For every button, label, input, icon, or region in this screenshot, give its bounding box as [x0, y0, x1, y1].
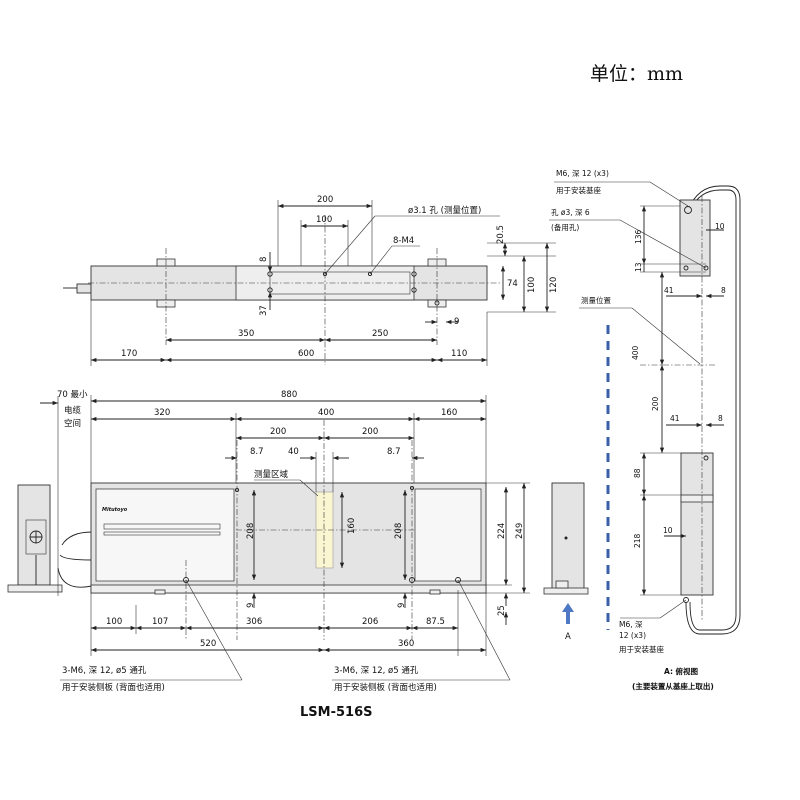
dim-400: 400	[318, 408, 334, 418]
dim-40: 40	[288, 447, 299, 457]
dim-8-7-b: 8.7	[387, 447, 401, 457]
dim-87-5: 87.5	[426, 617, 445, 627]
dim-170: 170	[121, 349, 137, 359]
dim-320: 320	[154, 408, 170, 418]
dim-200-v: 200	[651, 396, 660, 411]
dim-360: 360	[398, 639, 414, 649]
dim-107: 107	[152, 617, 168, 627]
unit-label: 单位：mm	[590, 63, 683, 85]
side-view-a: M6, 深 12 (x3) 用于安装基座 孔 ø3, 深 6 (备用孔) 测量位…	[549, 169, 741, 691]
dim-41-b: 41	[670, 414, 680, 423]
dim-20-5: 20.5	[496, 225, 506, 244]
dim-8-7-a: 8.7	[250, 447, 264, 457]
cable-label-1: 电缆	[64, 405, 82, 416]
dim-400: 400	[631, 345, 640, 360]
note-top-2: 用于安装基座	[556, 185, 601, 195]
dim-250: 250	[372, 329, 388, 339]
dim-8-b: 8	[718, 414, 723, 423]
note-hole-2: (备用孔)	[551, 222, 579, 232]
dim-100: 100	[316, 215, 332, 225]
view-arrow-label: A	[565, 632, 571, 642]
dim-208-a: 208	[246, 523, 256, 539]
dim-8-a: 8	[721, 286, 726, 295]
upper-housing	[679, 199, 711, 277]
dim-9-b: 9	[397, 603, 407, 608]
model-name: LSM-516S	[300, 705, 372, 720]
cable-connector	[76, 283, 92, 294]
dim-8: 8	[259, 257, 269, 262]
dim-88: 88	[633, 468, 642, 478]
dim-160-v: 160	[347, 518, 357, 534]
dim-350: 350	[238, 329, 254, 339]
top-view: 200 100 ø3.1 孔 (测量位置) 8-M4 8 37 20.5 74 …	[63, 195, 559, 366]
measure-area-label: 测量区域	[254, 469, 289, 480]
right-end-unit	[551, 482, 585, 590]
dim-136: 136	[634, 229, 643, 244]
note-left-2: 用于安装侧板 (背面也适用)	[62, 682, 165, 693]
dim-224: 224	[497, 523, 507, 539]
note-bottom-3: 用于安装基座	[619, 644, 664, 654]
left-end-unit	[17, 484, 51, 586]
dim-208-b: 208	[394, 523, 404, 539]
dim-120: 120	[549, 277, 559, 293]
note-bottom-1: M6, 深	[619, 620, 643, 629]
front-view: 70 最小 电缆 空间 Mitutoyo 880 32	[7, 389, 589, 720]
dim-160: 160	[441, 408, 457, 418]
dim-9: 9	[454, 317, 459, 327]
dim-520: 520	[200, 639, 216, 649]
min-space: 70 最小	[57, 389, 88, 400]
dim-249: 249	[515, 523, 525, 539]
note-left-1: 3-M6, 深 12, ø5 通孔	[62, 665, 147, 676]
dim-206: 206	[362, 617, 378, 627]
dim-200-b: 200	[362, 427, 378, 437]
caption-1: A: 俯视图	[664, 666, 699, 676]
dim-13: 13	[634, 262, 643, 272]
note-hole-measure: ø3.1 孔 (测量位置)	[408, 205, 481, 216]
view-arrow-a	[562, 603, 574, 624]
dim-880: 880	[281, 390, 297, 400]
dim-306: 306	[246, 617, 262, 627]
cable-label-2: 空间	[64, 418, 81, 429]
note-top-1: M6, 深 12 (x3)	[556, 169, 609, 178]
dim-37: 37	[259, 305, 269, 316]
caption-2: (主要装置从基座上取出)	[632, 681, 714, 691]
dim-74: 74	[507, 279, 518, 289]
lower-housing	[680, 452, 714, 596]
dim-100-v: 100	[527, 277, 537, 293]
dim-100-f: 100	[106, 617, 122, 627]
dim-10-b: 10	[663, 526, 673, 535]
brand-logo: Mitutoyo	[102, 507, 128, 513]
dim-25: 25	[497, 605, 507, 616]
base-plate	[90, 584, 487, 594]
receiver-panel	[414, 488, 482, 582]
dim-110: 110	[451, 349, 467, 359]
dim-10-a: 10	[715, 222, 725, 231]
dim-218: 218	[633, 533, 642, 548]
note-bottom-2: 12 (x3)	[619, 631, 646, 640]
note-m4: 8-M4	[393, 236, 414, 246]
note-right-2: 用于安装侧板 (背面也适用)	[334, 682, 437, 693]
dim-9-a: 9	[246, 603, 256, 608]
note-right-1: 3-M6, 深 12, ø5 通孔	[334, 665, 419, 676]
dim-600: 600	[298, 349, 314, 359]
dim-41-a: 41	[664, 286, 674, 295]
dim-200-a: 200	[270, 427, 286, 437]
note-hole-1: 孔 ø3, 深 6	[551, 208, 590, 217]
dim-200: 200	[317, 195, 333, 205]
note-measure: 测量位置	[581, 295, 611, 305]
